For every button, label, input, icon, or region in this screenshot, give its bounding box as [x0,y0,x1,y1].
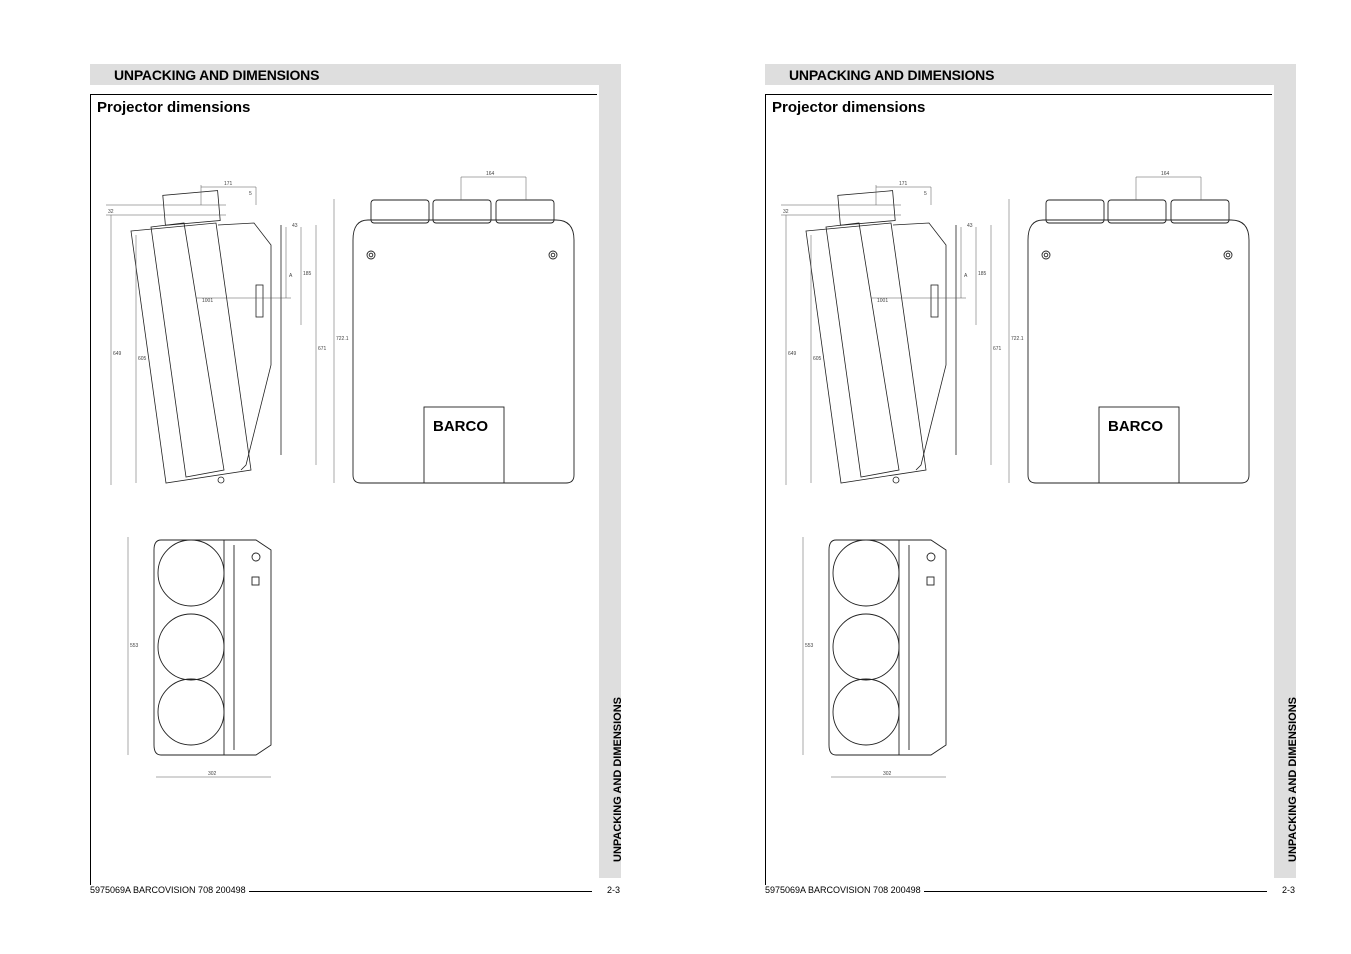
front-view-logo-plate [1098,406,1180,484]
front-view-fan-1 [370,199,430,224]
side-view-lens [837,190,896,226]
dim-label: 649 [788,351,797,357]
front-view-logo-plate [423,406,505,484]
dim-label: 302 [208,771,217,777]
header-title: UNPACKING AND DIMENSIONS [789,67,995,83]
front-view-body [1027,219,1250,484]
bottom-view-fan-3 [157,678,225,746]
side-tab [599,64,621,878]
side-view-handle [930,284,939,318]
dim-label: 671 [318,346,327,352]
dim-label: 185 [978,271,987,277]
side-view-lens [162,190,221,226]
barco-logo: BARCO [1108,418,1163,435]
svg-text:BARCO: BARCO [1108,418,1163,435]
side-view-inner [150,222,225,478]
footer-page-number: 2-3 [1282,885,1296,895]
dim-label: 553 [805,643,814,649]
front-view-fan-1 [1045,199,1105,224]
front-view-fan-3 [1170,199,1230,224]
dim-label: 605 [813,356,822,362]
side-view-body [130,222,252,484]
header-band [90,64,620,85]
bottom-view-fan-3 [832,678,900,746]
dim-label: 32 [783,209,789,215]
bottom-view-body [153,539,272,756]
dim-label: 32 [108,209,114,215]
dim-label: A [964,273,968,279]
side-view-body [805,222,927,484]
front-view-fan-3 [495,199,555,224]
dim-label: 649 [113,351,122,357]
manual-page-right: UNPACKING AND DIMENSIONS UNPACKING AND D… [761,0,1351,954]
dim-label: 722.1 [336,336,349,342]
dim-label: 1001 [877,298,888,304]
side-view-handle [255,284,264,318]
dim-label: 605 [138,356,147,362]
header-title: UNPACKING AND DIMENSIONS [114,67,320,83]
front-view-fan-2 [432,199,492,224]
dim-label: 5 [249,191,252,197]
side-tab-label: UNPACKING AND DIMENSIONS [612,696,624,862]
footer-rule [911,891,1267,892]
side-view-back [892,222,947,471]
dim-label: 302 [883,771,892,777]
side-tab-label: UNPACKING AND DIMENSIONS [1287,696,1299,862]
dim-label: 553 [130,643,139,649]
bottom-view-fan-2 [157,613,225,681]
header-rule [90,94,597,95]
footer-page-number: 2-3 [607,885,621,895]
projector-dimension-drawing: BARCO 164 171 5 43 185 A 1001 671 [781,171,1250,778]
footer-document-id: 5975069A BARCOVISION 708 200498 [90,885,249,895]
dim-label: 43 [292,223,298,229]
dim-label: 43 [967,223,973,229]
side-tab [1274,64,1296,878]
dim-label: 164 [486,171,495,177]
side-view-inner [825,222,900,478]
frame-line [765,94,766,885]
svg-text:BARCO: BARCO [433,418,488,435]
header-rule [765,94,1272,95]
bottom-view-fan-2 [832,613,900,681]
front-view-body [352,219,575,484]
dim-label: 171 [899,181,908,187]
dim-label: 5 [924,191,927,197]
header-band [765,64,1295,85]
projector-dimension-drawing: BARCO 164 171 5 43 185 A 1001 671 [106,171,575,778]
bottom-view-body [828,539,947,756]
dim-label: 1001 [202,298,213,304]
front-view-fan-2 [1107,199,1167,224]
section-title: Projector dimensions [772,99,926,116]
dim-label: 185 [303,271,312,277]
dim-label: 671 [993,346,1002,352]
manual-page-left: UNPACKING AND DIMENSIONS UNPACKING AND D… [86,0,726,954]
section-title: Projector dimensions [97,99,251,116]
dim-label: 171 [224,181,233,187]
dim-label: 164 [1161,171,1170,177]
dim-label: 722.1 [1011,336,1024,342]
side-view-back [217,222,272,471]
bottom-view-fan-1 [832,539,900,607]
footer-document-id: 5975069A BARCOVISION 708 200498 [765,885,924,895]
dim-label: A [289,273,293,279]
footer-rule [236,891,592,892]
barco-logo: BARCO [433,418,488,435]
bottom-view-fan-1 [157,539,225,607]
frame-line [90,94,91,885]
